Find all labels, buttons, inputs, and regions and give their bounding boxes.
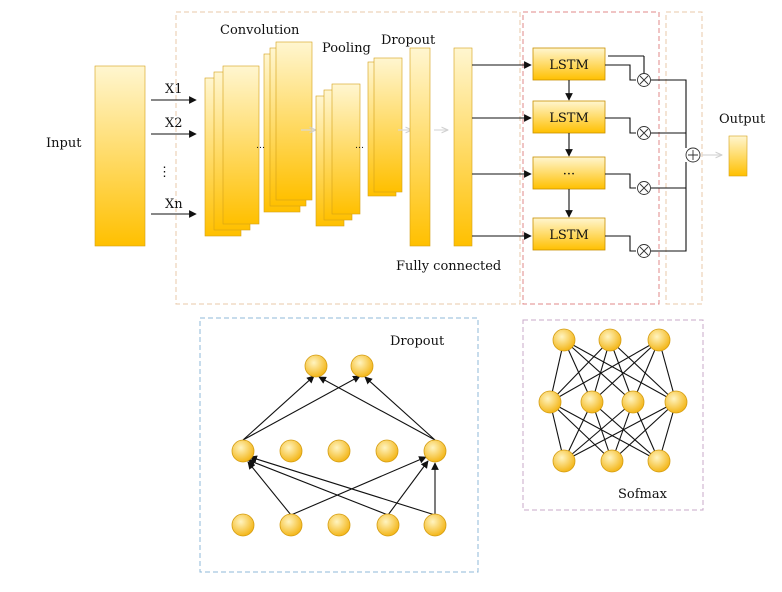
attention-lines: [608, 55, 645, 74]
neuron-node: [350, 354, 374, 378]
pool-map: [331, 83, 361, 215]
cnn-module-border: [175, 11, 521, 305]
lstm-cell-label: LSTM: [549, 111, 589, 126]
neuron-node: [538, 390, 562, 414]
neuron-node: [231, 513, 255, 537]
input-block: [94, 65, 146, 247]
softmax-panel-edges: [549, 339, 677, 462]
lstm-cell-label: ···: [563, 167, 575, 182]
input-label: Input: [46, 136, 82, 151]
lstm-cell: LSTM: [532, 217, 606, 251]
neuron-node: [375, 439, 399, 463]
pool-ellipsis: …: [355, 141, 364, 151]
multiply-icon: [637, 181, 651, 195]
sum-connections: [651, 79, 687, 252]
conv-map: [222, 65, 260, 225]
lstm-output-connections: [605, 64, 636, 252]
output-label: Output: [719, 112, 766, 127]
neuron-node: [231, 439, 255, 463]
neuron-node: [600, 449, 624, 473]
pool-map: [373, 57, 403, 193]
convolution-stack: …: [204, 41, 313, 237]
vdots-label: ⋮: [158, 165, 171, 180]
multiply-icon: [637, 126, 651, 140]
x1-label: X1: [165, 82, 183, 97]
fully-connected-label: Fully connected: [396, 259, 501, 274]
lstm-cell: LSTM: [532, 47, 606, 81]
output-block: [728, 135, 748, 177]
dropout-panel-edges: [242, 375, 439, 516]
dropout-panel-border: [199, 317, 479, 573]
neuron-node: [580, 390, 604, 414]
neuron-node: [598, 328, 622, 352]
dropout-layer: [409, 47, 431, 247]
neuron-node: [552, 328, 576, 352]
neuron-node: [423, 513, 447, 537]
neuron-node: [423, 439, 447, 463]
neuron-node: [279, 439, 303, 463]
neuron-node: [621, 390, 645, 414]
multiply-icon: [637, 73, 651, 87]
add-icon: [685, 147, 701, 163]
neuron-node: [552, 449, 576, 473]
conv-ellipsis: …: [256, 141, 265, 151]
conv-map: [275, 41, 313, 201]
pooling-stack: …: [315, 57, 403, 227]
dropout-panel-nodes: [231, 354, 447, 537]
neuron-node: [279, 513, 303, 537]
fully-connected-layer: [453, 47, 473, 247]
neuron-node: [376, 513, 400, 537]
neuron-node: [647, 328, 671, 352]
neuron-node: [647, 449, 671, 473]
xn-label: Xn: [165, 197, 183, 212]
softmax-panel-border: [522, 319, 704, 511]
lstm-cell: LSTM: [532, 100, 606, 134]
neuron-node: [327, 439, 351, 463]
softmax-panel-label: Sofmax: [618, 487, 668, 502]
output-module-border: [665, 11, 703, 305]
pooling-label: Pooling: [322, 41, 371, 56]
lstm-cell-label: LSTM: [549, 58, 589, 73]
dropout-panel-label: Dropout: [390, 334, 445, 349]
dropout-top-label: Dropout: [381, 33, 436, 48]
lstm-cell-label: LSTM: [549, 228, 589, 243]
neuron-node: [304, 354, 328, 378]
lstm-module-border: [522, 11, 660, 305]
convolution-label: Convolution: [220, 23, 300, 38]
neuron-node: [327, 513, 351, 537]
neuron-node: [664, 390, 688, 414]
softmax-panel-nodes: [538, 328, 688, 473]
lstm-cell: ···: [532, 156, 606, 190]
multiply-icon: [637, 244, 651, 258]
x2-label: X2: [165, 116, 183, 131]
